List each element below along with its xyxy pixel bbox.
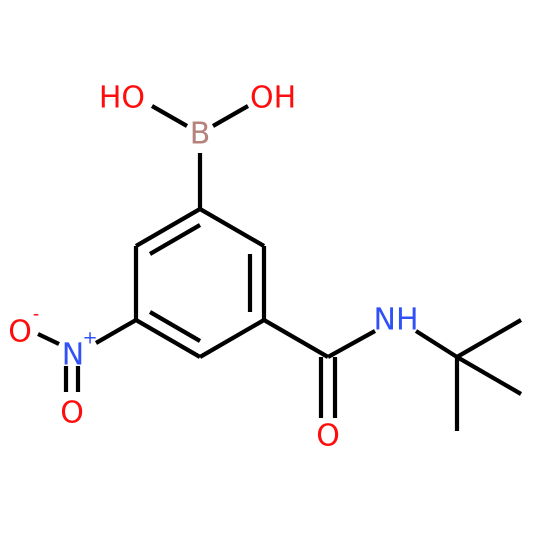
ring-bond: [198, 207, 266, 248]
benzene-ring: [133, 207, 267, 359]
c-n-bond: [94, 318, 138, 345]
carbonyl-oxygen-label: O: [316, 419, 340, 454]
boron-label: B: [190, 117, 211, 152]
ring-bond: [198, 318, 266, 359]
nitro-oxygen-anion-label: O: [8, 315, 32, 350]
nitro-minus-charge: -: [33, 304, 40, 325]
n-o-single-bond: [37, 332, 60, 346]
nitro-plus-charge: +: [82, 328, 97, 349]
ring-bond-double-inner: [148, 310, 202, 343]
nh-tbutyl-bond: [414, 329, 459, 359]
nitro-nitrogen-label: N: [62, 338, 84, 373]
hydroxyl-label-right: OH: [250, 81, 296, 116]
b-o-bond-right: [211, 104, 250, 128]
ring-bond: [134, 207, 202, 248]
tbutyl-methyl-bond: [455, 318, 523, 359]
ring-bond-double-inner: [148, 223, 202, 256]
carbonyl-nh-bond: [326, 329, 377, 359]
tert-butyl-amide-group: NH O: [262, 303, 523, 454]
hydroxyl-label-left: HO: [99, 81, 145, 116]
ring-carbonyl-bond: [262, 318, 330, 359]
b-o-bond-left: [150, 104, 189, 128]
nitro-group: N + O - O: [8, 304, 138, 431]
tbutyl-methyl-bond: [455, 355, 523, 396]
nitro-oxygen-label: O: [60, 396, 84, 431]
boronic-acid-group: B HO OH: [99, 81, 296, 209]
amide-nh-label: NH: [374, 303, 419, 338]
ring-bond: [134, 318, 202, 359]
